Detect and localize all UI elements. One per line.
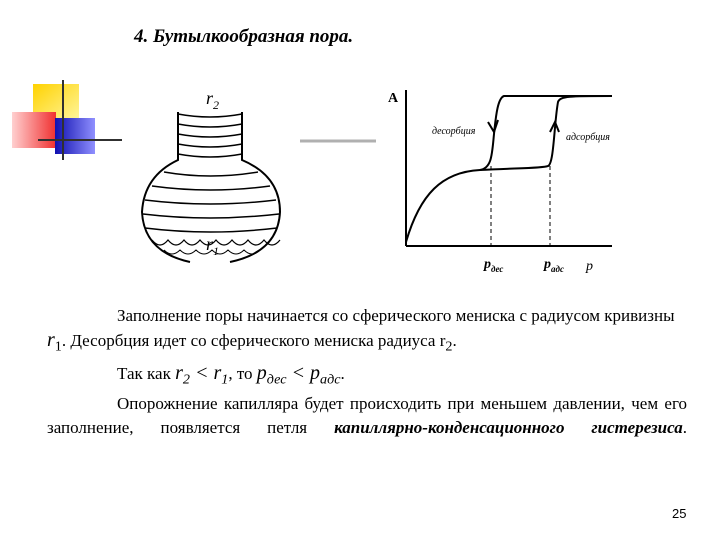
page-title: 4. Бутылкообразная пора. xyxy=(134,26,354,47)
bottom-meniscus xyxy=(151,239,281,246)
hysteresis-graph: A p десорбция адсорбция pдес pадс xyxy=(388,90,613,274)
decorative-squares xyxy=(12,80,122,160)
pore-neck-left-wall xyxy=(140,112,191,263)
label-r2: r2 xyxy=(206,88,219,112)
paragraph-1: Заполнение поры начинается со сферическо… xyxy=(47,306,675,355)
gray-divider xyxy=(300,139,376,143)
label-r1: r1 xyxy=(206,234,219,258)
bottom-meniscus-2 xyxy=(163,249,261,255)
body-text: Заполнение поры начинается со сферическо… xyxy=(47,304,687,440)
adsorption-curve xyxy=(405,95,613,243)
bulb-menisci xyxy=(142,171,280,233)
blue-square xyxy=(55,118,95,154)
neck-menisci xyxy=(177,113,243,158)
x-axis-label: p xyxy=(585,259,593,274)
tick-p-ads: pадс xyxy=(543,257,564,274)
adsorption-label: адсорбция xyxy=(566,132,610,143)
red-square xyxy=(12,112,56,148)
desorption-arrow xyxy=(487,119,499,135)
tick-p-des: pдес xyxy=(483,257,503,274)
paragraph-2: Так как r2 < r1, то pдес < pадс. xyxy=(117,362,345,388)
desorption-curve xyxy=(479,95,612,171)
bottle-pore-diagram: r2 r1 xyxy=(140,88,282,263)
y-axis-label: A xyxy=(388,91,399,106)
adsorption-arrow xyxy=(549,119,560,133)
page-number: 25 xyxy=(672,506,687,521)
desorption-label: десорбция xyxy=(432,126,476,137)
paragraph-3: Опорожнение капилляра будет происходить … xyxy=(47,393,687,437)
